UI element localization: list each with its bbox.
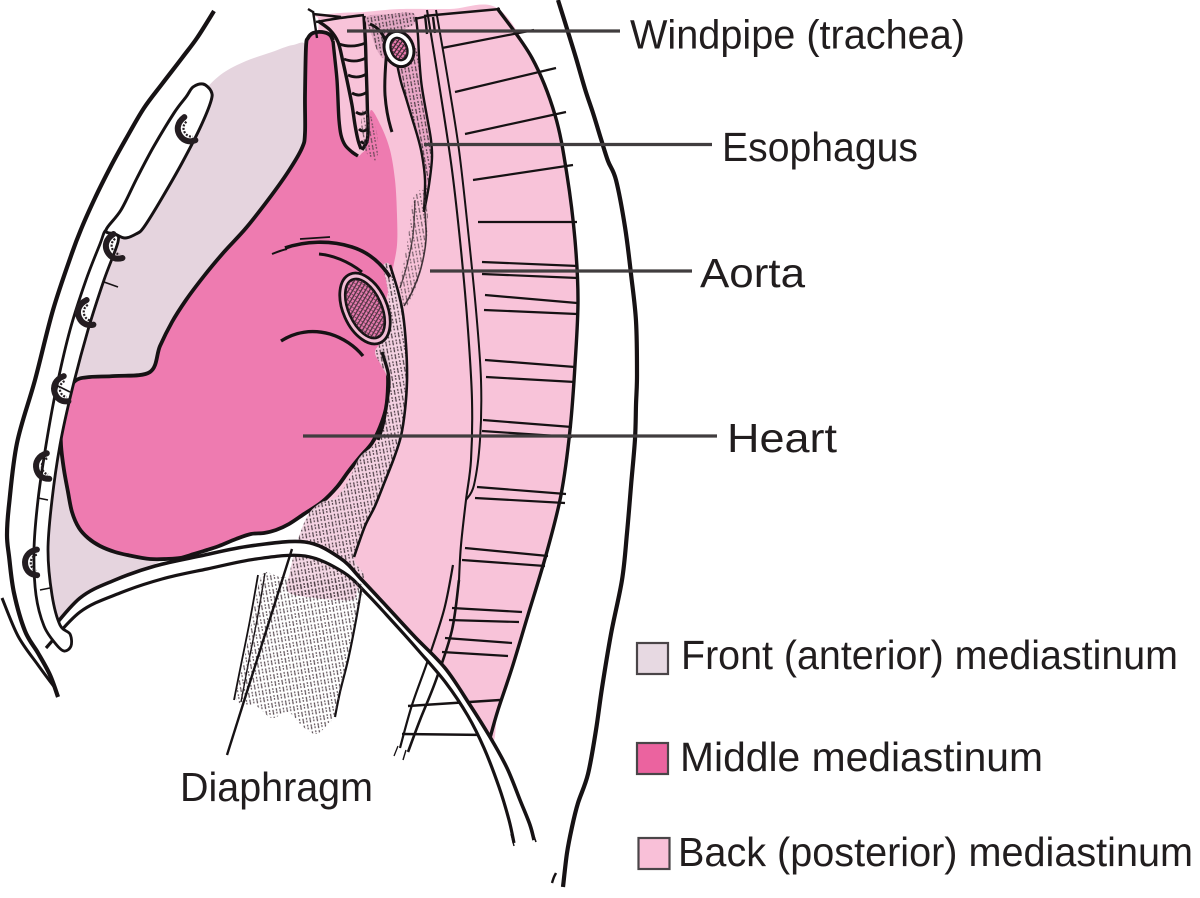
svg-text:Windpipe (trachea): Windpipe (trachea) <box>630 12 965 58</box>
svg-text:Esophagus: Esophagus <box>722 124 918 170</box>
svg-text:Heart: Heart <box>727 415 838 461</box>
svg-text:Aorta: Aorta <box>700 250 805 296</box>
svg-text:Diaphragm: Diaphragm <box>180 764 373 810</box>
svg-text:Back (posterior) mediastinum: Back (posterior) mediastinum <box>678 829 1193 875</box>
svg-text:Front (anterior) mediastinum: Front (anterior) mediastinum <box>681 632 1178 678</box>
svg-text:Middle mediastinum: Middle mediastinum <box>680 734 1043 780</box>
